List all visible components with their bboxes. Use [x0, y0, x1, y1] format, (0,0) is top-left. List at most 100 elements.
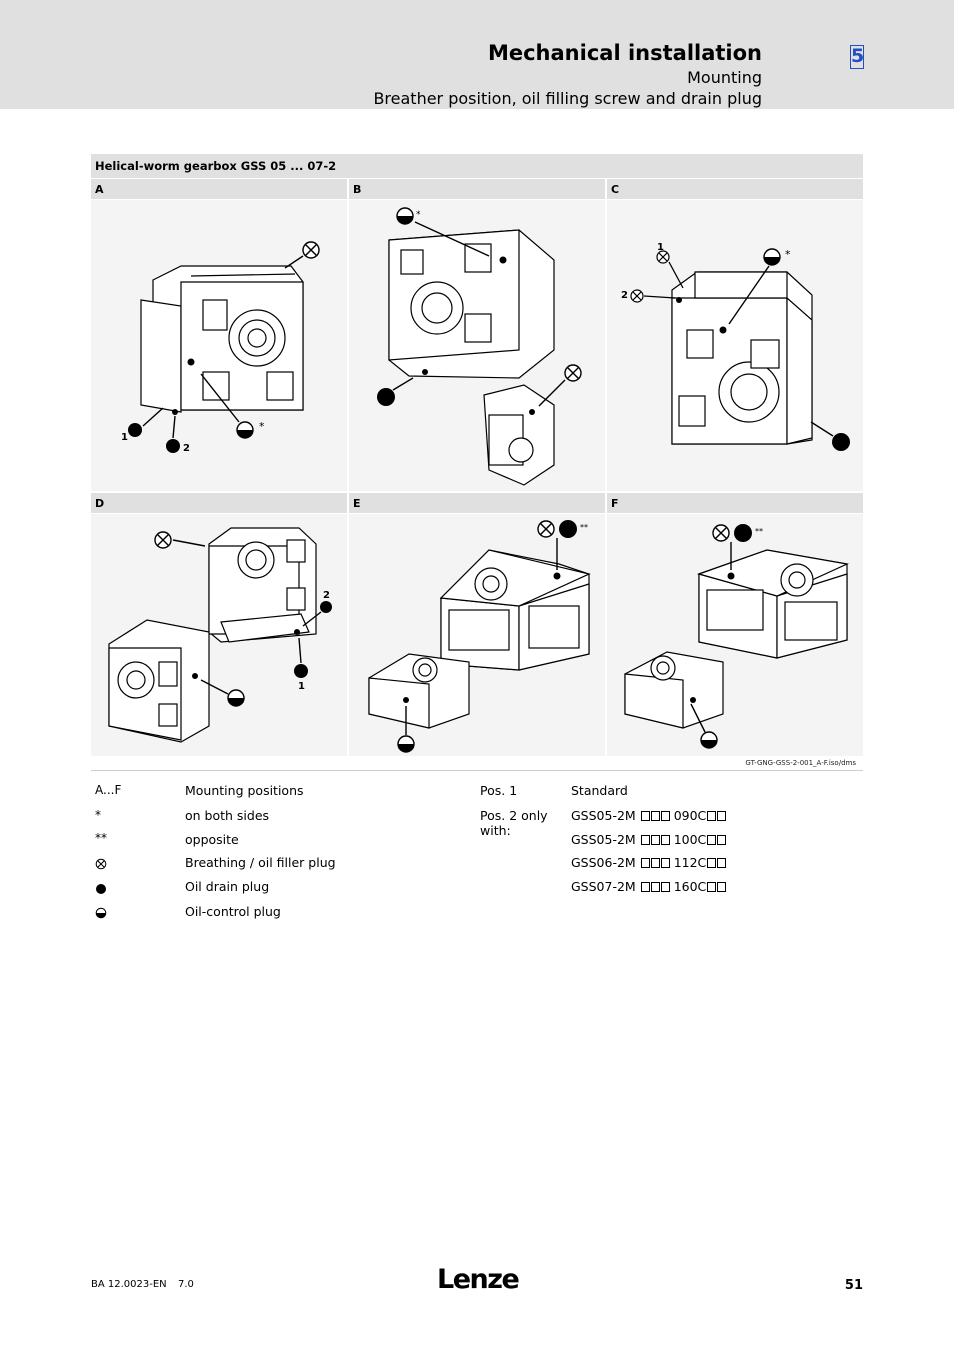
cell-image-b: *	[349, 200, 605, 491]
mark-star: *	[259, 420, 265, 433]
variant-prefix: GSS07-2M	[571, 879, 636, 894]
breather-plug-icon	[712, 524, 730, 542]
figure-reference: GT-GNG-GSS-2-001_A-F.iso/dms	[745, 759, 856, 767]
variant-prefix: GSS06-2M	[571, 855, 636, 870]
placeholder-box	[640, 858, 650, 868]
control-plug-icon	[690, 703, 718, 749]
variant-prefix: GSS05-2M	[571, 808, 636, 823]
gearbox-drawing-f: **	[624, 524, 850, 749]
placeholder-box	[650, 835, 660, 845]
legend-text: Breathing / oil filler plug	[185, 855, 336, 870]
variant-row: GSS06-2M 112C	[571, 855, 727, 870]
mark-double-star: **	[580, 523, 588, 532]
subsection-title: Breather position, oil filling screw and…	[373, 89, 762, 108]
drain-plug-icon	[810, 421, 850, 451]
drain-plug-icon	[166, 415, 180, 453]
legend-text: Oil drain plug	[185, 879, 270, 894]
control-plug-icon	[200, 373, 254, 439]
cell-image-c: * 1 2	[607, 200, 863, 491]
variant-row: GSS05-2M 090C	[571, 808, 727, 823]
breather-plug-icon	[630, 289, 676, 303]
placeholder-box	[717, 882, 727, 892]
cell-image-f: **	[607, 514, 863, 756]
mark-double-star: **	[755, 527, 763, 536]
breather-plug-icon	[537, 520, 555, 538]
gearbox-drawing-b: *	[377, 207, 582, 486]
plug-marker-dot	[403, 697, 409, 703]
variant-code: 090C	[673, 808, 707, 823]
control-plug-icon	[95, 907, 107, 922]
pos2-label: Pos. 2 only with:	[480, 808, 548, 838]
variant-row: GSS07-2M 160C	[571, 879, 727, 894]
placeholder-box	[660, 811, 670, 821]
breather-plug-icon	[656, 250, 684, 289]
cell-image-d: 2 1	[91, 514, 347, 756]
control-plug-icon	[728, 248, 781, 325]
figure-title-bar: Helical-worm gearbox GSS 05 ... 07-2	[91, 154, 863, 178]
figure-title: Helical-worm gearbox GSS 05 ... 07-2	[95, 159, 337, 173]
drain-plug-icon	[734, 524, 752, 542]
variant-prefix: GSS05-2M	[571, 832, 636, 847]
placeholder-box	[660, 835, 670, 845]
placeholder-box	[707, 858, 717, 868]
plug-marker-dot	[529, 409, 535, 415]
variant-code: 160C	[673, 879, 707, 894]
placeholder-box	[660, 882, 670, 892]
placeholder-box	[707, 882, 717, 892]
page-number: 51	[844, 1278, 863, 1293]
mark-1: 1	[657, 242, 664, 253]
placeholder-box	[640, 811, 650, 821]
doc-number: BA 12.0023-EN	[91, 1279, 167, 1290]
plug-marker-dot	[553, 572, 561, 580]
placeholder-box	[650, 811, 660, 821]
plug-marker-dot	[187, 358, 195, 366]
plug-marker-dot	[294, 629, 300, 635]
placeholder-box	[660, 858, 670, 868]
mark-1: 1	[298, 681, 305, 692]
mark-2: 2	[323, 590, 330, 601]
plug-marker-dot	[727, 572, 735, 580]
gearbox-drawing-c: * 1 2	[621, 242, 850, 451]
gearbox-drawing-d: 2 1	[108, 527, 332, 743]
plug-marker-dot	[719, 326, 727, 334]
cell-label-e: E	[349, 493, 605, 513]
drain-plug-icon	[95, 883, 107, 898]
mark-2: 2	[183, 443, 190, 454]
drain-plug-icon	[128, 407, 164, 437]
mark-star: *	[416, 210, 421, 220]
variant-code: 112C	[673, 855, 707, 870]
mark-1: 1	[121, 432, 128, 443]
lenze-logo: Lenze	[437, 1264, 520, 1295]
control-plug-icon	[397, 706, 415, 753]
cell-label-c: C	[607, 179, 863, 199]
chapter-number: 5	[850, 45, 865, 69]
legend-key: *	[95, 808, 101, 822]
cell-label-b: B	[349, 179, 605, 199]
gearbox-drawing-e: **	[368, 520, 591, 753]
control-plug-icon	[200, 679, 245, 707]
breather-plug-icon	[95, 858, 107, 873]
placeholder-box	[717, 858, 727, 868]
doc-version: 7.0	[178, 1279, 194, 1290]
plug-marker-dot	[499, 256, 507, 264]
legend-key: **	[95, 831, 107, 845]
drain-plug-icon	[294, 637, 308, 678]
placeholder-box	[707, 811, 717, 821]
cell-label-d: D	[91, 493, 347, 513]
control-plug-icon	[396, 207, 490, 257]
placeholder-box	[640, 835, 650, 845]
placeholder-box	[640, 882, 650, 892]
section-title: Mounting	[687, 68, 762, 87]
divider	[91, 770, 863, 771]
breather-plug-icon	[538, 364, 582, 407]
placeholder-box	[650, 858, 660, 868]
legend-text: on both sides	[185, 808, 270, 823]
legend-text: Mounting positions	[185, 783, 304, 798]
breather-plug-icon	[154, 531, 206, 549]
cell-image-a: 1 2 *	[91, 200, 347, 491]
variant-row: GSS05-2M 100C	[571, 832, 727, 847]
drain-plug-icon	[559, 520, 577, 538]
mark-2: 2	[621, 290, 628, 301]
legend-text: Oil-control plug	[185, 904, 281, 919]
plug-marker-dot	[192, 673, 198, 679]
